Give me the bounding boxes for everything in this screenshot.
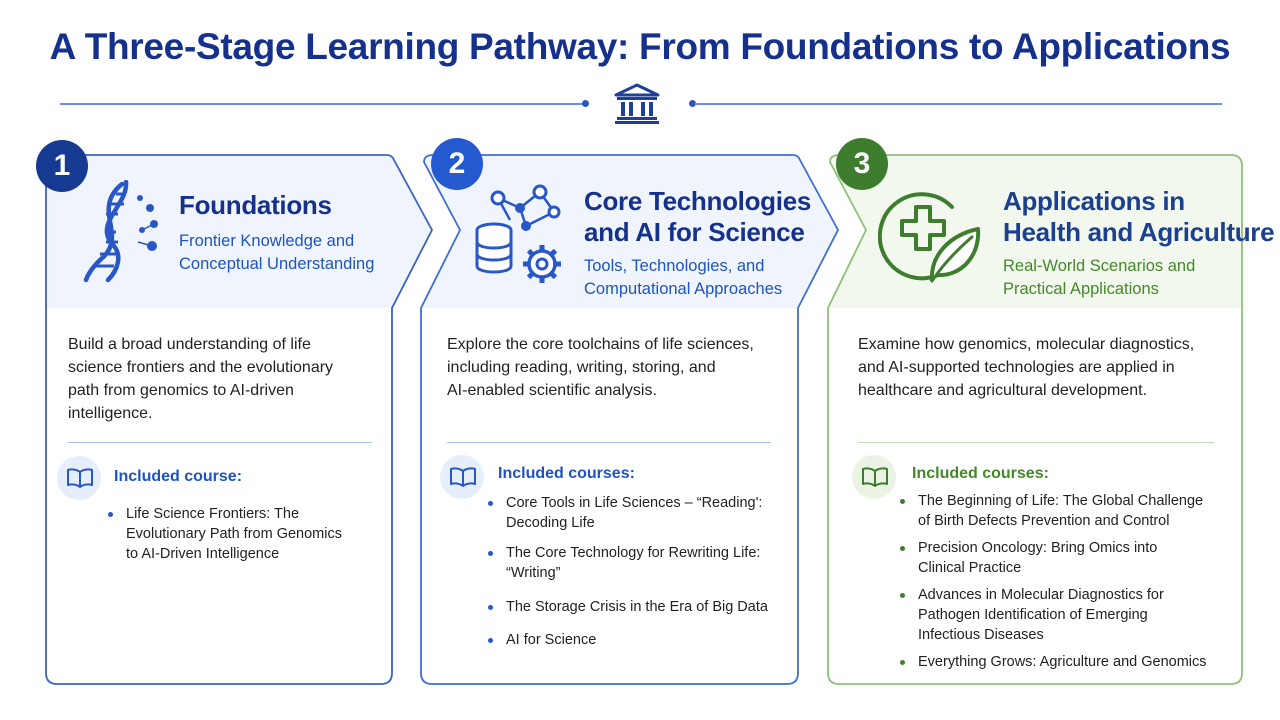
stage-2-separator [447,442,771,443]
stage-1-separator [68,442,372,443]
stage-3-separator [858,442,1214,443]
stage-2-included-label: Included courses: [498,465,635,482]
stage-1-description: Build a broad understanding of life scie… [68,336,334,422]
list-item: Advances in Molecular Diagnostics for Pa… [900,585,1228,645]
list-item: The Storage Crisis in the Era of Big Dat… [488,597,786,617]
stage-2-header-fill [421,155,838,308]
list-item: AI for Science [488,630,786,650]
medical-cross-leaf-icon [877,185,984,292]
stage-1-title: Foundations [179,190,332,220]
page-title: A Three-Stage Learning Pathway: From Fou… [49,26,1231,67]
stage-3-book-badge [852,455,896,499]
dna-icon [78,179,168,289]
list-item: The Beginning of Life: The Global Challe… [900,491,1228,531]
stage-2-title: Core Technologies and AI for Science [584,186,812,247]
stage-3-title: Applications in Health and Agriculture [1003,186,1275,247]
stage-3-description: Examine how genomics, molecular diagnost… [858,336,1195,399]
stage-3-subtitle: Real-World Scenarios and Practical Appli… [1003,257,1196,298]
stage-2-panel [420,154,840,685]
list-item: Precision Oncology: Bring Omics into Cli… [900,538,1228,578]
stage-2-description: Explore the core toolchains of life scie… [447,336,754,399]
divider-dot-right [689,100,696,107]
stage-2-subtitle: Tools, Technologies, and Computational A… [584,257,783,298]
book-icon [862,467,888,487]
book-icon [67,468,93,488]
stage-2-book-badge [440,455,484,499]
list-item: The Core Technology for Rewriting Life: … [488,543,786,583]
divider-line-right [695,103,1222,105]
database-network-gear-icon [470,180,570,293]
stage-1-subtitle: Frontier Knowledge and Conceptual Unders… [179,232,375,273]
stage-1-number-badge: 1 [36,140,88,192]
stage-3-included-label: Included courses: [912,465,1049,482]
list-item: Core Tools in Life Sciences – “Reading':… [488,493,786,533]
stage-1-header-fill [46,155,432,308]
stage-1-course-list: Life Science Frontiers: The Evolutionary… [108,504,376,564]
divider-dot-left [582,100,589,107]
stage-1-included-label: Included course: [114,468,243,485]
stage-3-number-badge: 3 [836,138,888,190]
stage-1-book-badge [57,456,101,500]
stage-3-course-list: The Beginning of Life: The Global Challe… [900,491,1228,672]
list-item: Everything Grows: Agriculture and Genomi… [900,652,1228,672]
book-icon [450,467,476,487]
list-item: Life Science Frontiers: The Evolutionary… [108,504,376,564]
institution-icon [612,83,662,125]
stage-3-panel [827,154,1243,685]
stage-2-course-list: Core Tools in Life Sciences – “Reading':… [488,493,786,650]
divider-line-left [60,103,583,105]
stage-2-number-badge: 2 [431,138,483,190]
